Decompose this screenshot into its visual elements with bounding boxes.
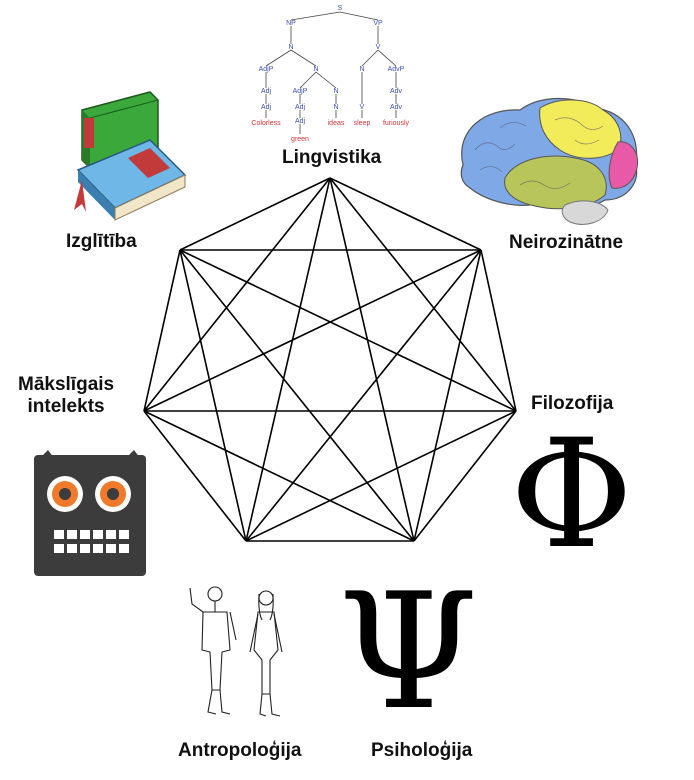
phi-symbol: Φ xyxy=(510,408,633,582)
graph-edge xyxy=(329,177,482,251)
tree-node: Adj xyxy=(261,104,272,111)
label-antropologija: Antropoloģija xyxy=(178,740,302,761)
graph-edge xyxy=(143,410,247,542)
label-filozofija: Filozofija xyxy=(531,393,614,414)
graph-edge xyxy=(245,249,482,542)
psi-symbol: Ψ xyxy=(338,558,479,745)
label-psihologija: Psiholoģija xyxy=(371,740,473,761)
graph-edge xyxy=(179,249,517,412)
graph-edge xyxy=(480,249,517,412)
tree-node: VP xyxy=(373,20,383,27)
graph-edge xyxy=(413,410,517,542)
graph-edge xyxy=(329,177,517,412)
graph-edge xyxy=(143,177,331,412)
human-figures-icon xyxy=(189,586,283,717)
graph-edge xyxy=(179,177,331,251)
label-izglitiba: Izglītība xyxy=(66,231,137,252)
tree-node: AdjP xyxy=(259,66,274,73)
tree-node: Adj xyxy=(295,118,306,125)
graph-edge xyxy=(143,249,181,412)
tree-word: Colorless xyxy=(251,120,281,127)
label-maksligais-intelekts: Mākslīgais intelekts xyxy=(18,374,114,418)
label-lingvistika: Lingvistika xyxy=(282,147,382,168)
tree-node: NP xyxy=(286,20,296,27)
graph-edge xyxy=(179,249,247,542)
tree-node: V xyxy=(360,104,365,111)
tree-word: ideas xyxy=(328,120,345,127)
graph-edge xyxy=(143,410,415,542)
tree-node: V xyxy=(376,44,381,51)
graph-edge xyxy=(179,249,415,542)
tree-node-root: S xyxy=(338,5,343,12)
label-line: Mākslīgais xyxy=(18,374,115,395)
label-neirozinatne: Neirozinātne xyxy=(509,232,624,253)
graph-edge xyxy=(143,249,482,412)
tree-node: AdvP xyxy=(388,66,405,73)
edges-group xyxy=(143,177,517,542)
graph-edge xyxy=(413,249,482,542)
tree-node: AdjP xyxy=(293,88,308,95)
robot-icon xyxy=(34,450,146,576)
graph-edge xyxy=(245,410,517,542)
tree-node: N xyxy=(333,88,338,95)
tree-word: green xyxy=(291,136,309,143)
label-line: intelekts xyxy=(27,395,105,417)
graph-edge xyxy=(245,177,331,542)
tree-node: Adj xyxy=(295,104,306,111)
graph-edge xyxy=(329,177,415,542)
tree-node: Adv xyxy=(390,88,403,95)
tree-node: N xyxy=(313,66,318,73)
brain-icon xyxy=(460,97,639,225)
books-icon xyxy=(74,91,187,221)
tree-node: N xyxy=(288,44,293,51)
parse-tree-icon: S NP VP N V AdjP N N AdvP Adj AdjP N Adv… xyxy=(251,5,409,143)
tree-node: Adj xyxy=(261,88,272,95)
tree-node: Adv xyxy=(390,104,403,111)
tree-word: furiously xyxy=(383,120,410,127)
tree-node: N xyxy=(359,66,364,73)
tree-node: N xyxy=(333,104,338,111)
tree-word: sleep xyxy=(354,120,371,127)
